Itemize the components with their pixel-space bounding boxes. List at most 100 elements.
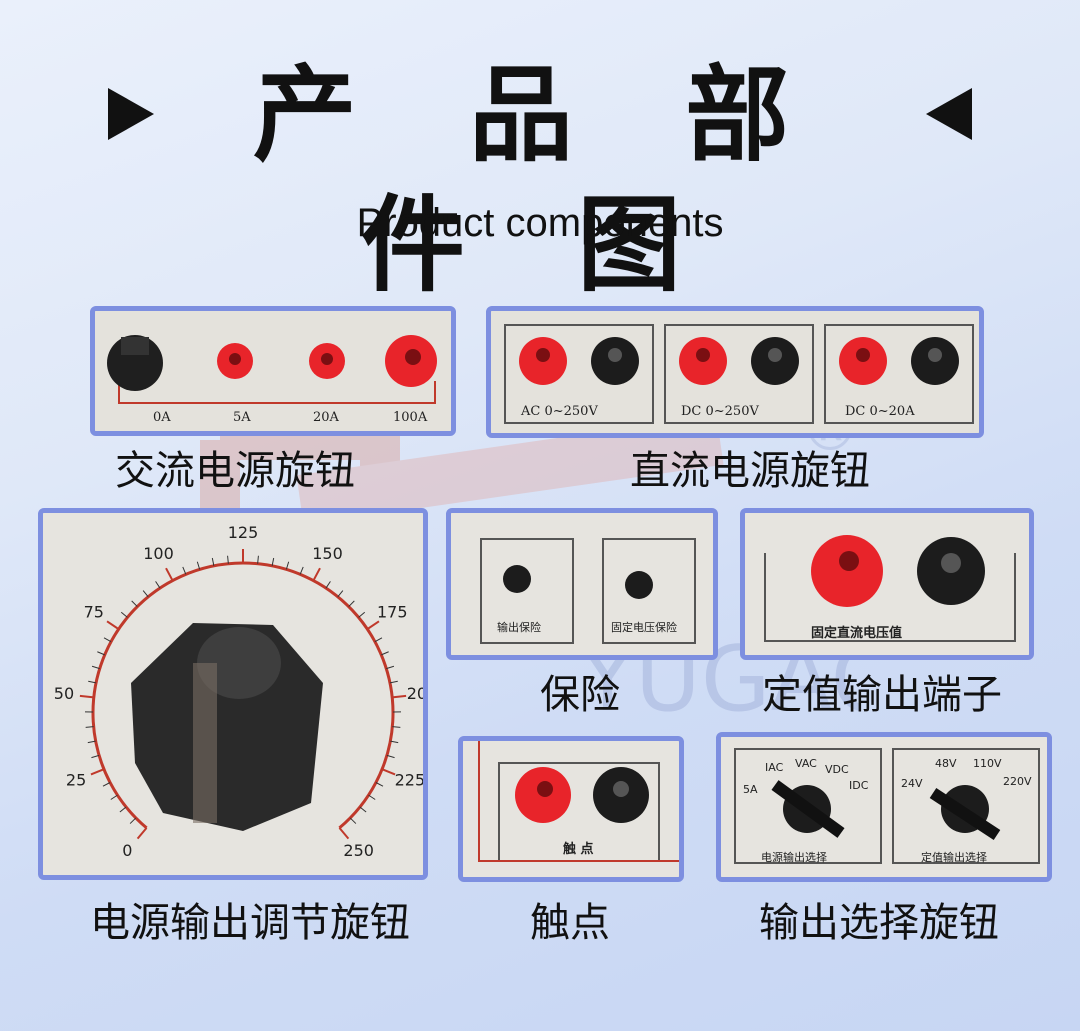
label-dc-0-250v: DC 0~250V xyxy=(681,404,759,419)
option-5a: 5A xyxy=(743,783,758,796)
dial-scale-label: 0 xyxy=(122,841,132,860)
option-110v: 110V xyxy=(973,757,1002,770)
title-right-triangle-icon xyxy=(926,88,972,140)
dial-minor-tick xyxy=(129,817,137,824)
dial-major-tick xyxy=(165,567,174,582)
label-contact: 触 点 xyxy=(562,841,594,857)
dial-minor-tick xyxy=(88,680,97,684)
fuse-holder-icon xyxy=(503,565,531,593)
ac-knob-photo: 0A 5A 20A 100A xyxy=(90,306,456,436)
dial-minor-tick xyxy=(91,754,100,759)
dial-minor-tick xyxy=(110,794,118,800)
label-power-output-select: 电源输出选择 xyxy=(761,850,827,864)
caption-dc-knob: 直流电源旋钮 xyxy=(630,448,870,494)
dial-minor-tick xyxy=(91,665,100,670)
selector-photo: 5A IAC VAC VDC IDC 电源输出选择 24V 48V 110V 2… xyxy=(716,732,1052,882)
dc-knob-photo: AC 0~250V DC 0~250V DC 0~20A xyxy=(486,306,984,438)
dial-major-tick xyxy=(381,768,396,776)
dial-minor-tick xyxy=(358,611,366,618)
dial-scale-label: 225 xyxy=(395,770,423,789)
page-title: 产 品 部 件 图 xyxy=(252,54,828,306)
label-5a: 5A xyxy=(233,410,251,425)
dial-scale-label: 100 xyxy=(143,544,174,563)
dial-scale-label: 25 xyxy=(66,770,86,789)
output-dial-photo: 0255075100125150175200225250 xyxy=(38,508,428,880)
caption-output-dial: 电源输出调节旋钮 xyxy=(90,900,410,946)
caption-contact: 触点 xyxy=(530,900,610,946)
dial-scale-label: 175 xyxy=(377,602,408,621)
dial-major-tick xyxy=(392,694,407,699)
dial-minor-tick xyxy=(390,740,399,744)
dial-minor-tick xyxy=(131,600,138,607)
label-20a: 20A xyxy=(313,410,340,425)
dial-minor-tick xyxy=(381,651,389,656)
dial-minor-tick xyxy=(211,557,215,566)
dial-major-tick xyxy=(136,827,148,840)
dial-minor-tick xyxy=(299,566,304,575)
dial-minor-tick xyxy=(271,557,275,566)
fuse-photo: 输出保险 固定电压保险 xyxy=(446,508,718,660)
dial-minor-tick xyxy=(87,740,96,744)
dial-minor-tick xyxy=(285,561,290,570)
dial-minor-tick xyxy=(85,726,94,728)
dial-scale-label: 200 xyxy=(407,684,423,703)
option-220v: 220V xyxy=(1003,775,1032,788)
caption-selector: 输出选择旋钮 xyxy=(759,900,999,946)
dial-minor-tick xyxy=(120,611,128,618)
option-idc: IDC xyxy=(849,779,869,792)
dial-minor-tick xyxy=(348,600,355,607)
option-24v: 24V xyxy=(901,777,923,790)
dial-minor-tick xyxy=(102,782,111,787)
label-fixed-dc-voltage: 固定直流电压值 xyxy=(811,625,902,641)
dial-major-tick xyxy=(106,620,120,630)
dial-major-tick xyxy=(312,567,321,582)
dial-major-tick xyxy=(79,694,94,699)
dial-scale-label: 150 xyxy=(312,544,343,563)
dial-minor-tick xyxy=(368,794,376,800)
option-vdc: VDC xyxy=(825,763,849,776)
caption-fuse: 保险 xyxy=(540,672,620,718)
contact-photo: 触 点 xyxy=(458,736,684,882)
dial-minor-tick xyxy=(337,590,344,598)
dial-minor-tick xyxy=(389,680,398,684)
dial-knob-icon xyxy=(131,623,323,831)
dial-minor-tick xyxy=(103,637,112,643)
dial-scale-label: 75 xyxy=(84,602,104,621)
dial-minor-tick xyxy=(374,637,383,643)
dial-scale-label: 125 xyxy=(228,523,259,542)
fuse-holder-icon xyxy=(625,571,653,599)
dial-minor-tick xyxy=(325,581,331,589)
label-100a: 100A xyxy=(393,410,428,425)
dial-minor-tick xyxy=(386,665,395,670)
page-subtitle: Product components xyxy=(356,201,724,245)
dial-minor-tick xyxy=(349,817,357,824)
label-0a: 0A xyxy=(153,410,171,425)
dial-arc xyxy=(91,561,395,830)
title-left-triangle-icon xyxy=(108,88,154,140)
option-48v: 48V xyxy=(935,757,957,770)
option-iac: IAC xyxy=(765,761,784,774)
dial-minor-tick xyxy=(142,590,149,598)
label-fixed-voltage-fuse: 固定电压保险 xyxy=(611,620,677,634)
red-terminal-icon xyxy=(811,535,883,607)
dial-major-tick xyxy=(90,768,105,776)
option-vac: VAC xyxy=(795,757,817,770)
dial-minor-tick xyxy=(359,806,367,813)
caption-ac-knob: 交流电源旋钮 xyxy=(115,448,355,494)
dial-minor-tick xyxy=(182,566,187,575)
dial-minor-tick xyxy=(196,561,201,570)
dial-minor-tick xyxy=(257,555,259,564)
dial-minor-tick xyxy=(392,726,401,728)
label-ac-0-250v: AC 0~250V xyxy=(520,404,598,419)
dial-minor-tick xyxy=(119,806,127,813)
dial-major-tick xyxy=(366,620,380,630)
dial-minor-tick xyxy=(227,555,229,564)
dial-scale: 0255075100125150175200225250 xyxy=(54,523,423,860)
dial-major-tick xyxy=(338,827,350,840)
label-fixed-output-select: 定值输出选择 xyxy=(921,850,987,864)
caption-fixed-terminal: 定值输出端子 xyxy=(762,672,1002,718)
dial-scale-label: 250 xyxy=(343,841,374,860)
dial-minor-tick xyxy=(386,754,395,759)
dial-minor-tick xyxy=(97,651,105,656)
fixed-terminal-photo: 固定直流电压值 xyxy=(740,508,1034,660)
